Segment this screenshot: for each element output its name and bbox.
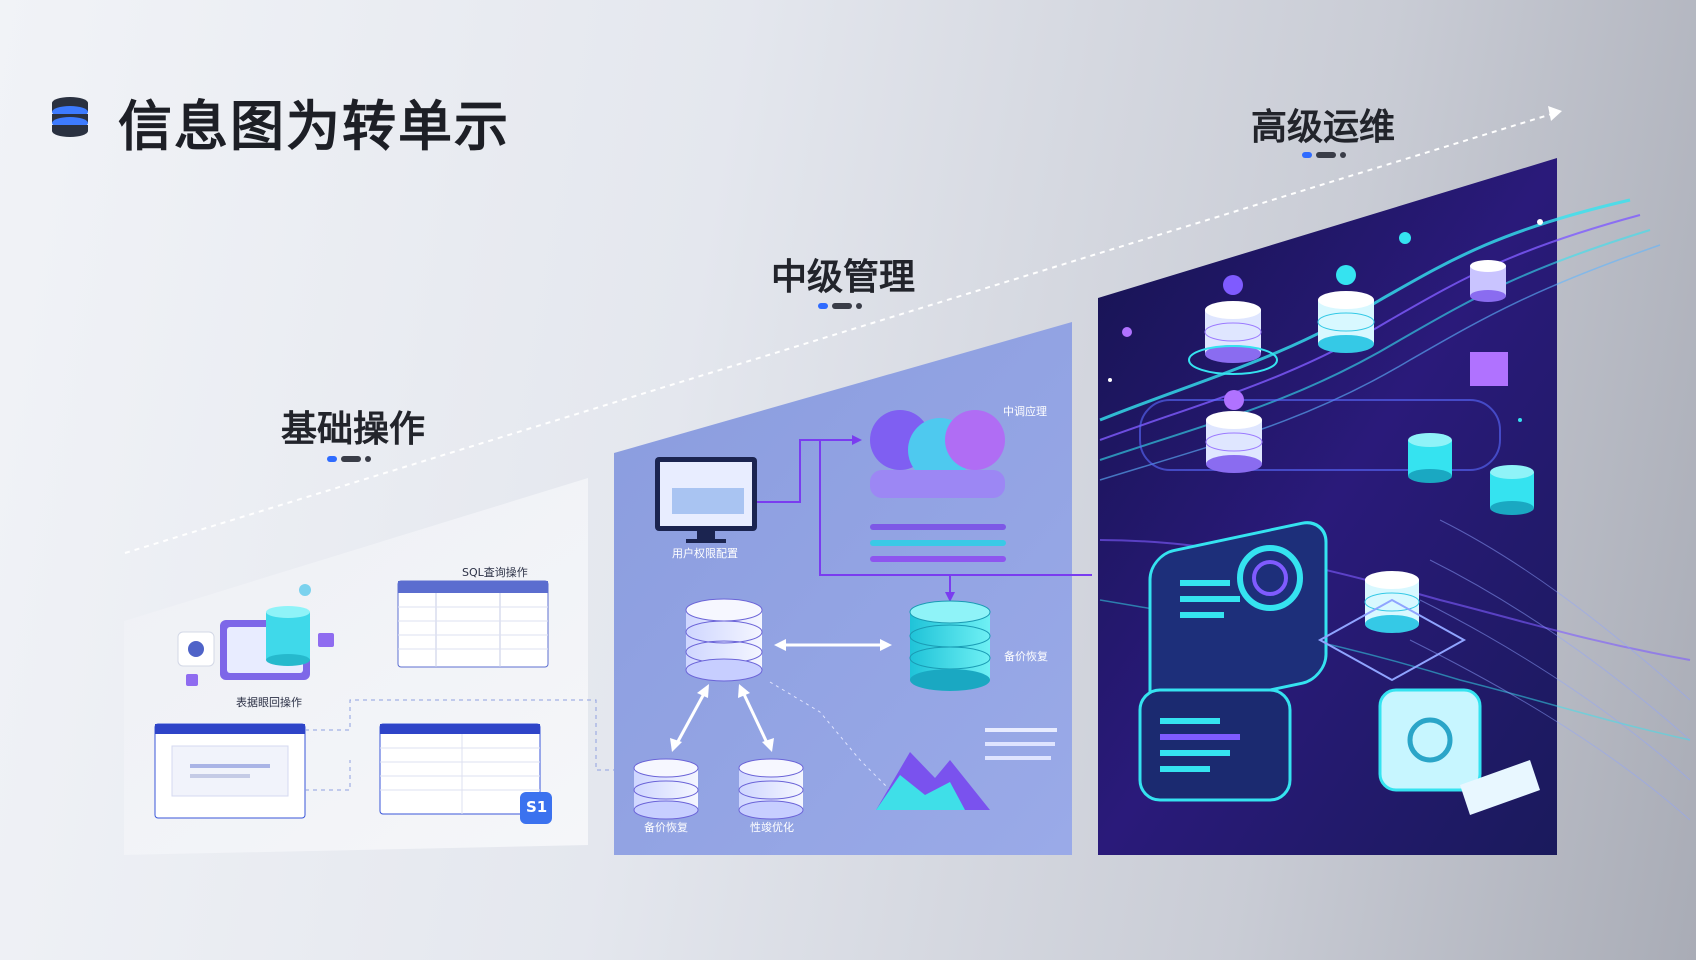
- sql-label: SQL査询操作: [462, 566, 528, 579]
- table-label: 表据眼回操作: [236, 696, 302, 709]
- mid-manage-label: 中调应理: [1003, 405, 1047, 418]
- user-perm-label: 用户权限配置: [672, 547, 738, 560]
- stage-dots-mid: [818, 303, 862, 309]
- stage-title-advanced: 高级运维: [1251, 107, 1396, 148]
- database-icon: [50, 95, 90, 137]
- stage-dots-advanced: [1302, 152, 1346, 158]
- page-title: 信息图为转单示: [118, 95, 510, 158]
- optimize-label: 性竣优化: [750, 821, 794, 834]
- backup-left-label: 备价恢复: [644, 821, 688, 834]
- stage-title-mid: 中级管理: [771, 257, 916, 298]
- backup-right-label: 备价恢复: [1004, 650, 1048, 663]
- stage-title-basic: 基础操作: [281, 409, 426, 450]
- s1-badge: S1: [526, 798, 548, 816]
- stage-dots-basic: [327, 456, 371, 462]
